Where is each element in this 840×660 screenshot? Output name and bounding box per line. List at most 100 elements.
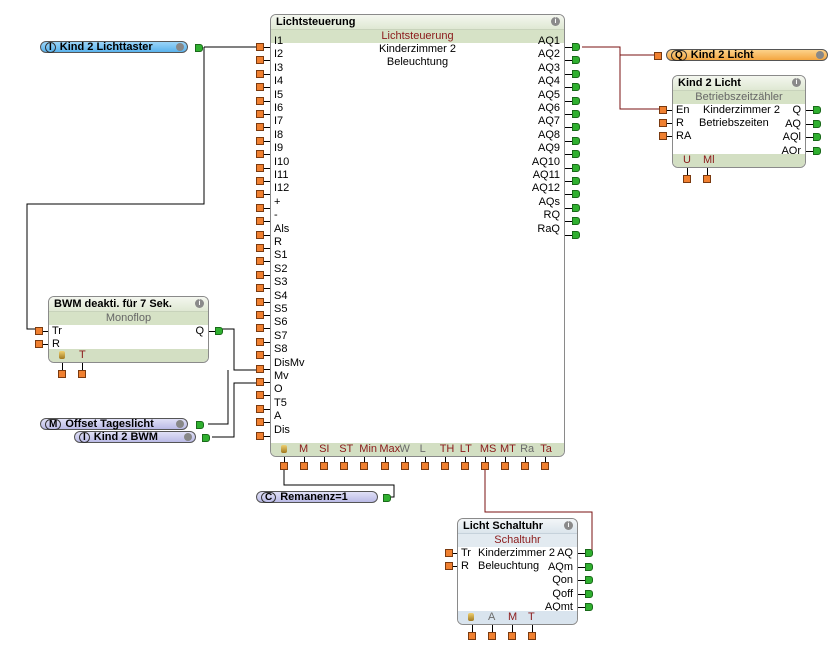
input-pin-S3[interactable] (256, 284, 264, 293)
output-pin-Q[interactable] (813, 106, 821, 114)
info-icon[interactable]: i (195, 299, 204, 308)
input-pin-S6[interactable] (256, 324, 264, 333)
output-pin-AQr[interactable] (813, 146, 821, 155)
input-pin-I12[interactable] (256, 190, 264, 199)
param-Ml[interactable]: Ml (703, 154, 715, 166)
output-pin[interactable] (383, 494, 391, 502)
info-icon[interactable] (816, 51, 824, 59)
input-pin-I2[interactable] (256, 56, 264, 65)
param-Ta[interactable]: Ta (540, 443, 552, 455)
input-pin-+[interactable] (256, 203, 264, 212)
output-pin-AQm[interactable] (585, 562, 593, 571)
param-L[interactable]: L (419, 443, 426, 455)
param-M[interactable]: M (299, 443, 309, 455)
param-pin[interactable] (468, 632, 476, 640)
input-pin-R[interactable] (445, 562, 453, 570)
input-pin-S7[interactable] (256, 337, 264, 346)
param-MS[interactable]: MS (479, 443, 497, 455)
output-pin-RQ[interactable] (572, 217, 580, 226)
param-pin[interactable] (300, 462, 309, 470)
input-pin-Dis[interactable] (256, 431, 264, 440)
param-pin[interactable] (683, 175, 691, 183)
input-pin-R[interactable] (659, 119, 667, 127)
input-pin-S2[interactable] (256, 270, 264, 279)
input-pin-I4[interactable] (256, 83, 264, 92)
param-W[interactable]: W (399, 443, 410, 455)
param-T[interactable]: T (528, 611, 535, 623)
output-pin-AQmt[interactable] (585, 603, 593, 611)
param-U[interactable]: U (683, 154, 691, 166)
param-pin[interactable] (521, 462, 530, 470)
input-pin-I7[interactable] (256, 123, 264, 132)
output-pin[interactable] (196, 421, 204, 429)
param-LT[interactable]: LT (459, 443, 472, 455)
output-pin-Qoff[interactable] (585, 589, 593, 598)
output-pin-AQ7[interactable] (572, 123, 580, 132)
input-pin-I8[interactable] (256, 136, 264, 145)
input-pin-Mv[interactable] (256, 378, 264, 386)
input-pin-S4[interactable] (256, 297, 264, 306)
input-pin-En[interactable] (659, 106, 667, 114)
input-pin-A[interactable] (256, 418, 264, 427)
input-pin-I3[interactable] (256, 69, 264, 78)
output-pin-AQ6[interactable] (572, 110, 580, 118)
input-pin--[interactable] (256, 217, 264, 226)
param-pin[interactable] (703, 175, 711, 183)
param-pin[interactable] (420, 462, 429, 470)
output-pin-AQ2[interactable] (572, 56, 580, 65)
param-pin[interactable] (508, 632, 516, 640)
input-pin-R[interactable] (256, 244, 264, 252)
output-pin[interactable] (202, 434, 210, 442)
input-pin-I1[interactable] (256, 43, 264, 51)
input-pin-S8[interactable] (256, 351, 264, 360)
param-pin[interactable] (380, 462, 389, 470)
param-pin[interactable] (360, 462, 369, 470)
input-pin-I6[interactable] (256, 110, 264, 118)
info-icon[interactable] (176, 420, 184, 428)
output-pin-AQ4[interactable] (572, 83, 580, 92)
input-pin-R[interactable] (35, 340, 43, 348)
output-pin-AQ[interactable] (585, 549, 593, 557)
param-pin[interactable] (501, 462, 510, 470)
param-pin[interactable] (280, 462, 288, 470)
input-pin[interactable] (654, 52, 662, 60)
info-icon[interactable] (176, 43, 184, 51)
param-pin[interactable] (440, 462, 449, 470)
param-Min[interactable]: Min (359, 443, 378, 455)
param-pin[interactable] (541, 462, 550, 470)
output-pin-AQ11[interactable] (572, 177, 580, 185)
input-pin-RA[interactable] (659, 132, 667, 140)
input-pin-T5[interactable] (256, 404, 264, 413)
output-pin[interactable] (195, 44, 203, 52)
param-ST[interactable]: ST (339, 443, 354, 455)
lock-icon[interactable] (59, 351, 65, 359)
output-pin-AQl[interactable] (813, 133, 821, 141)
output-pin-AQ10[interactable] (572, 163, 580, 172)
output-pin-AQ12[interactable] (572, 190, 580, 199)
lock-icon[interactable] (281, 445, 287, 453)
output-pin-Qon[interactable] (585, 576, 593, 584)
param-pin[interactable] (460, 462, 469, 470)
input-pin-S5[interactable] (256, 311, 264, 319)
output-pin-AQ5[interactable] (572, 96, 580, 105)
output-pin-AQ3[interactable] (572, 69, 580, 78)
param-A[interactable]: A (488, 611, 496, 623)
param-MT[interactable]: MT (500, 443, 516, 455)
output-pin-AQ[interactable] (813, 119, 821, 128)
input-pin-I5[interactable] (256, 96, 264, 105)
param-pin[interactable] (400, 462, 409, 470)
input-pin-Als[interactable] (256, 230, 264, 239)
input-pin-O[interactable] (256, 391, 264, 400)
output-pin-AQ9[interactable] (572, 150, 580, 159)
param-Max[interactable]: Max (379, 443, 401, 455)
param-pin[interactable] (528, 632, 536, 640)
info-icon[interactable] (184, 433, 192, 441)
input-pin-S1[interactable] (256, 257, 264, 266)
param-pin[interactable] (488, 632, 496, 640)
input-pin-Tr[interactable] (445, 549, 453, 557)
